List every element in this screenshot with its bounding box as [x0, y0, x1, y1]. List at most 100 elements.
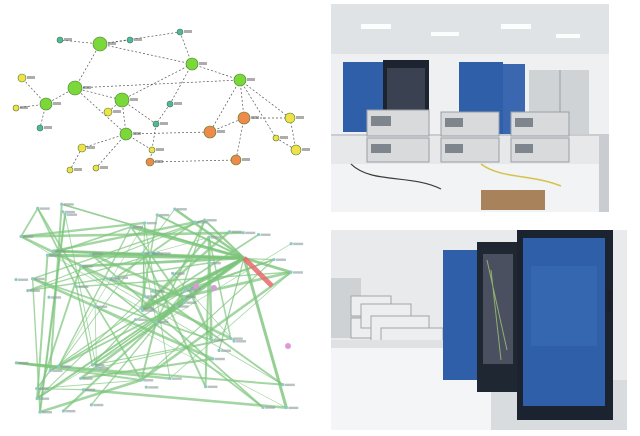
graph-node-label	[41, 411, 52, 414]
graph-node	[148, 146, 156, 154]
graph-node-label	[174, 272, 185, 275]
graph-node	[217, 348, 221, 353]
graph-node	[237, 111, 251, 125]
graph-node	[171, 271, 175, 275]
graph-node	[90, 363, 95, 367]
graph-edge	[20, 207, 39, 237]
graph-node-label	[53, 102, 61, 105]
graph-edge	[194, 219, 205, 223]
graph-node	[51, 249, 56, 253]
graph-node	[145, 157, 155, 167]
graph-node	[38, 410, 42, 414]
graph-node	[133, 317, 138, 322]
graph-edge	[20, 221, 145, 238]
graph-node	[88, 252, 93, 256]
graph-node-label	[78, 285, 89, 289]
graph-node-label	[196, 221, 207, 224]
graph-node-label	[152, 252, 163, 255]
graph-node-label	[132, 225, 143, 229]
graph-edge	[155, 103, 171, 125]
graph-node-label	[18, 278, 29, 281]
graph-node-label	[18, 361, 29, 365]
graph-node-label	[109, 278, 120, 281]
graph-edge	[74, 79, 241, 89]
graph-edge	[58, 222, 145, 367]
graph-edge	[235, 117, 245, 161]
graph-node	[67, 80, 83, 96]
graph-node-label	[23, 235, 34, 238]
graph-edge	[140, 271, 292, 382]
graph-node	[182, 295, 186, 299]
graph-edge	[74, 87, 127, 135]
graph-node	[79, 376, 83, 381]
graph-node-label	[52, 369, 63, 372]
graph-node-label	[137, 318, 148, 321]
graph-edge	[207, 237, 213, 340]
graph-node-label	[64, 210, 75, 214]
graph-node	[289, 270, 293, 274]
graph-node	[17, 73, 27, 83]
graph-edge	[32, 277, 214, 361]
graph-node	[256, 232, 261, 237]
graph-node	[261, 405, 265, 409]
graph-node-label	[296, 116, 304, 119]
graph-node-label	[210, 261, 221, 265]
graph-node-label	[143, 307, 154, 310]
graph-edge	[53, 220, 196, 253]
graph-edge	[31, 278, 41, 413]
graph-node	[182, 300, 186, 305]
graph-node	[193, 220, 197, 224]
graph-node-label	[97, 305, 108, 308]
graph-edge	[83, 388, 287, 409]
graph-node	[232, 339, 236, 343]
graph-node	[61, 409, 66, 413]
graph-node	[207, 261, 211, 265]
network-graph-bottom-canvas	[14, 202, 304, 414]
graph-edge	[239, 79, 277, 139]
graph-node	[89, 403, 93, 407]
graph-edge	[20, 235, 232, 340]
graph-node	[285, 343, 291, 349]
graph-node	[56, 364, 61, 368]
graph-edge	[115, 221, 196, 279]
graph-node	[81, 388, 85, 392]
graph-node-label	[214, 357, 225, 361]
graph-node-label	[60, 365, 71, 368]
graph-node-label	[206, 219, 217, 222]
graph-node-label	[49, 254, 60, 257]
graph-edge	[36, 255, 49, 399]
graph-edge	[169, 63, 193, 105]
graph-edge	[75, 286, 94, 366]
graph-node	[93, 304, 97, 309]
graph-node-label	[27, 76, 35, 79]
graph-edge	[203, 219, 245, 259]
graph-node	[30, 277, 35, 281]
graph-node-label	[64, 38, 72, 41]
graph-node	[241, 231, 245, 235]
graph-node	[139, 306, 143, 310]
graph-node-label	[108, 42, 116, 45]
graph-node	[129, 225, 133, 229]
graph-node-label	[29, 289, 40, 292]
graph-node-label	[232, 337, 243, 340]
graph-edge	[80, 256, 245, 268]
graph-edge	[95, 133, 127, 169]
graph-node	[211, 357, 215, 361]
graph-node-label	[159, 213, 170, 217]
graph-node	[173, 207, 177, 211]
rack-cabinets-photo	[331, 230, 627, 430]
graph-node-label	[39, 207, 50, 210]
graph-node	[203, 125, 217, 139]
graph-node-label	[199, 62, 207, 65]
graph-node	[60, 202, 64, 206]
graph-edge	[90, 252, 185, 298]
server-room-photo	[331, 4, 609, 212]
graph-edge	[96, 337, 231, 369]
graph-node-label	[146, 295, 157, 298]
graph-node	[187, 286, 191, 290]
graph-node	[166, 100, 174, 108]
graph-node	[290, 144, 302, 156]
graph-node-label	[178, 305, 189, 308]
graph-edge	[151, 123, 157, 151]
graph-node-label	[63, 203, 74, 206]
